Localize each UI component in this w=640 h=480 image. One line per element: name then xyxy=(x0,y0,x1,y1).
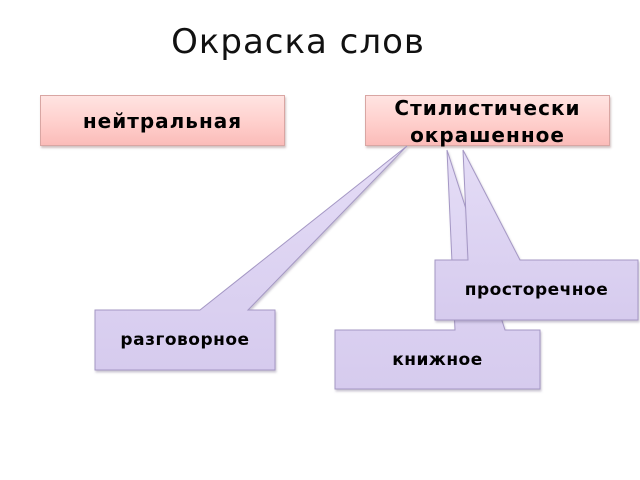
node-neutral-label: нейтральная xyxy=(82,108,243,133)
diagram-title: Окраска слов xyxy=(171,22,425,62)
node-neutral: нейтральная xyxy=(40,95,285,146)
callout-colloquial-label: разговорное xyxy=(120,330,250,350)
node-stylistic-label-line1: Стилистически xyxy=(394,95,581,120)
callout-bookish-label: книжное xyxy=(392,349,483,370)
node-stylistic-label-line2: окрашенное xyxy=(410,122,565,147)
node-stylistic: Стилистически окрашенное xyxy=(365,95,610,147)
callout-vernacular-label: просторечное xyxy=(464,280,609,300)
callout-vernacular-shape xyxy=(434,149,639,321)
callout-colloquial-shape xyxy=(94,145,408,371)
